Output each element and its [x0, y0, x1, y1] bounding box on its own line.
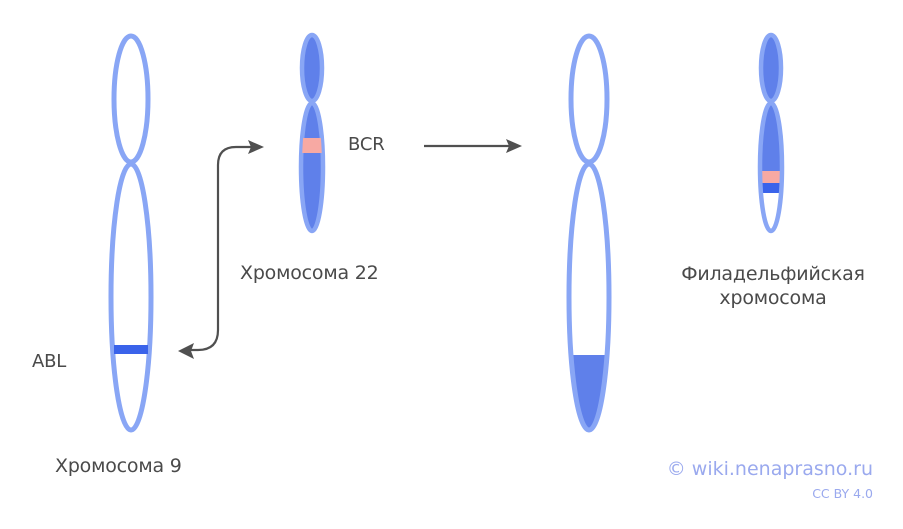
- abl-label: ABL: [32, 351, 67, 372]
- chr9-long-arm: [108, 161, 154, 433]
- chromosome-9-label: Хромосома 9: [55, 455, 182, 477]
- ph-bcr-band: [761, 171, 781, 183]
- philadelphia-label-line1: Филадельфийская: [681, 263, 865, 285]
- derivative-chromosome-9: [566, 33, 612, 433]
- chromosome-22: [298, 32, 326, 234]
- bcr-band: [302, 138, 322, 153]
- ph-chr22-segment: [761, 104, 781, 171]
- chromosome-22-label: Хромосома 22: [240, 262, 379, 284]
- chromosome-9: [108, 33, 154, 433]
- ph-short-arm: [758, 32, 784, 104]
- chr22-short-arm: [299, 32, 325, 104]
- philadelphia-label: Филадельфийская хромосома: [664, 262, 882, 310]
- der9-short-arm: [568, 33, 610, 165]
- ph-abl-band: [761, 183, 781, 193]
- arrowhead-right-icon: [506, 139, 522, 153]
- result-arrow: [424, 139, 522, 153]
- ph-long-arm: [757, 100, 785, 234]
- der9-long-arm: [566, 161, 612, 433]
- arrowhead-up-right-icon: [248, 140, 264, 154]
- abl-band: [114, 345, 148, 354]
- translocation-arrow: [178, 140, 264, 359]
- philadelphia-label-line2: хромосома: [719, 287, 827, 309]
- credit-site: © wiki.nenaprasno.ru: [666, 458, 873, 480]
- arrowhead-down-left-icon: [178, 343, 194, 359]
- chr22-long-arm: [298, 100, 326, 234]
- philadelphia-chromosome: [757, 32, 785, 234]
- credit-license: CC BY 4.0: [812, 486, 873, 501]
- bcr-label: BCR: [348, 134, 385, 155]
- chr9-short-arm: [111, 33, 151, 165]
